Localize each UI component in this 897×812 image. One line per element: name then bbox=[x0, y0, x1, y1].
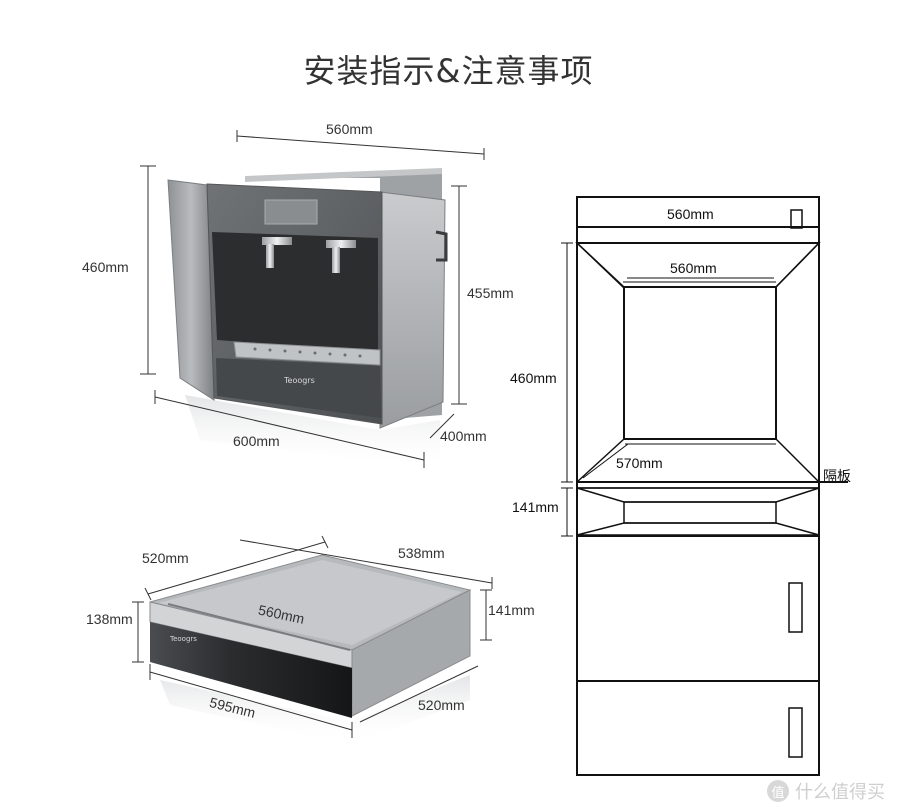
dispenser-drip-tray bbox=[233, 341, 381, 366]
dispenser-side-panel bbox=[379, 191, 446, 429]
dim-dispenser-depth: 400mm bbox=[440, 428, 487, 444]
dispenser-reflection bbox=[185, 395, 440, 470]
dim-dispenser-width-bottom: 600mm bbox=[233, 433, 280, 449]
dim-cabinet-niche-height: 460mm bbox=[510, 370, 557, 386]
dispenser-tap-left bbox=[262, 237, 292, 268]
cabinet-outline bbox=[576, 196, 820, 776]
dim-cabinet-top-width: 560mm bbox=[667, 206, 714, 222]
dispenser-tap-right bbox=[326, 240, 356, 273]
dim-drawer-width-back: 538mm bbox=[398, 545, 445, 561]
cabinet-niche bbox=[623, 286, 777, 440]
cabinet-schematic bbox=[561, 196, 848, 776]
watermark-text: 什么值得买 bbox=[795, 782, 885, 803]
dim-drawer-height-right: 141mm bbox=[488, 602, 535, 618]
page-title: 安装指示&注意事项 bbox=[303, 52, 594, 90]
watermark: 值 什么值得买 bbox=[767, 778, 885, 804]
dim-dispenser-height-right: 455mm bbox=[467, 285, 514, 301]
drawer-dimension-lines bbox=[132, 535, 493, 738]
dispenser-display bbox=[264, 199, 318, 225]
dispenser-handle bbox=[435, 230, 448, 262]
cabinet-shelf-label: 隔板 bbox=[823, 468, 851, 484]
dim-dispenser-width-top: 560mm bbox=[326, 121, 373, 137]
dim-cabinet-drawer-height: 141mm bbox=[512, 499, 559, 515]
cabinet-top-handle bbox=[790, 209, 803, 229]
dispenser-lower-panel bbox=[216, 358, 381, 418]
drawer-brand: Teoogrs bbox=[169, 635, 197, 643]
dispenser-dimension-lines bbox=[140, 130, 485, 468]
dim-drawer-depth-left: 520mm bbox=[142, 550, 189, 566]
dim-dispenser-height-left: 460mm bbox=[82, 259, 129, 275]
dispenser-brand: Teoogrs bbox=[283, 376, 315, 385]
dim-cabinet-inner-width: 560mm bbox=[670, 260, 717, 276]
dim-cabinet-bottom-depth: 570mm bbox=[616, 455, 663, 471]
cabinet-drawer-bay bbox=[623, 501, 777, 524]
dim-drawer-depth-right: 520mm bbox=[418, 697, 465, 713]
dim-drawer-height-left: 138mm bbox=[86, 611, 133, 627]
dispenser-left-trim bbox=[167, 179, 215, 401]
watermark-icon: 值 bbox=[767, 780, 789, 802]
cabinet-door-handle-2 bbox=[788, 707, 803, 758]
drawer-front-glass bbox=[150, 622, 352, 718]
cabinet-door-handle-1 bbox=[788, 582, 803, 633]
drawer-illustration: Teoogrs bbox=[149, 554, 472, 745]
dispenser-niche bbox=[212, 232, 378, 352]
dispenser-illustration: Teoogrs bbox=[167, 168, 448, 470]
